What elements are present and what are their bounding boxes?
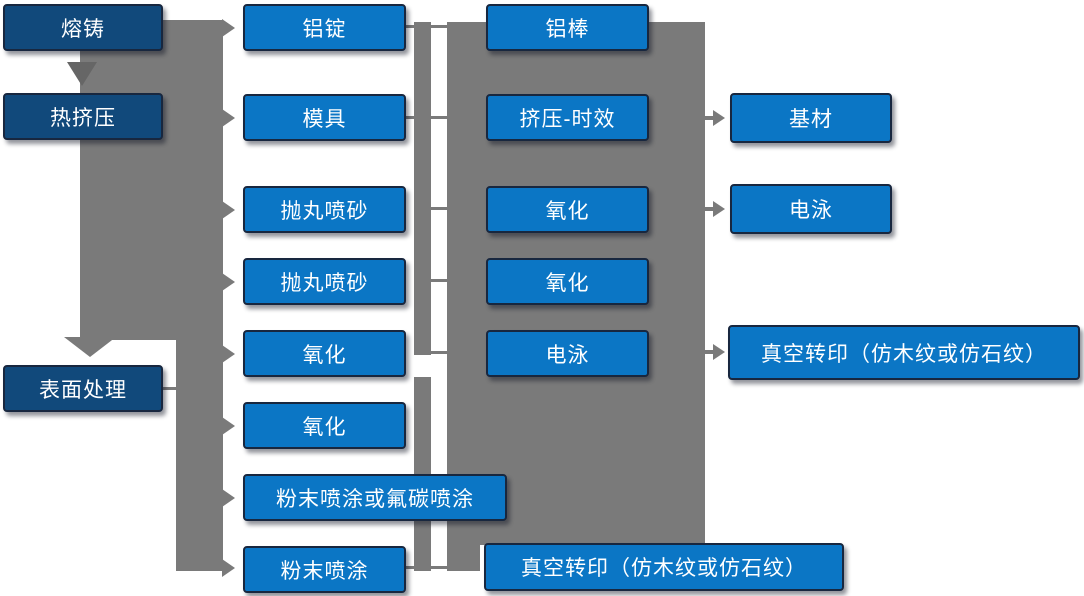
arrow-stem — [703, 116, 714, 120]
node-label: 铝锭 — [302, 17, 347, 41]
mid-bar-top — [414, 22, 431, 355]
node-aluminum-ingot: 铝锭 — [243, 4, 406, 51]
arrow-right-icon — [222, 345, 235, 363]
node-vacuum-transfer-print-2: 真空转印（仿木纹或仿石纹） — [728, 325, 1080, 380]
node-label: 电泳 — [789, 199, 833, 222]
arrow-right-icon — [222, 201, 235, 219]
arrow-right-icon — [713, 201, 725, 217]
arrow-right-icon — [713, 110, 725, 126]
arrow-right-icon — [713, 344, 725, 360]
connector-bar-to-bus-row2 — [429, 116, 449, 119]
node-electrophoresis-1: 电泳 — [486, 330, 649, 377]
node-mold: 模具 — [243, 94, 406, 141]
node-label: 粉末喷涂 — [280, 559, 369, 583]
node-label: 氧化 — [302, 415, 347, 439]
node-aluminum-rod: 铝棒 — [486, 4, 649, 51]
node-label: 抛丸喷砂 — [280, 199, 369, 223]
node-label: 氧化 — [545, 199, 590, 223]
node-oxidation-3: 氧化 — [486, 186, 649, 233]
node-substrate: 基材 — [730, 93, 892, 143]
left-bus-band — [80, 20, 223, 340]
arrow-right-icon — [222, 559, 235, 577]
node-label: 真空转印（仿木纹或仿石纹） — [521, 557, 807, 580]
node-label: 氧化 — [545, 271, 590, 295]
arrow-right-icon — [222, 489, 235, 507]
connector-mold-to-bar — [404, 116, 416, 119]
node-label: 表面处理 — [39, 378, 127, 402]
node-label: 真空转印（仿木纹或仿石纹） — [761, 342, 1047, 366]
node-label: 熔铸 — [61, 17, 105, 41]
node-label: 模具 — [302, 107, 347, 131]
node-melt-casting: 熔铸 — [3, 4, 163, 51]
connector-bar-to-bus-foot — [429, 566, 451, 569]
connector-ingot-to-bar — [404, 25, 416, 28]
arrow-right-icon — [222, 19, 235, 37]
node-shot-blast-sandblast-2: 抛丸喷砂 — [243, 258, 406, 305]
node-extrusion-aging: 挤压-时效 — [486, 94, 649, 141]
arrow-right-icon — [222, 273, 235, 291]
node-label: 电泳 — [545, 343, 590, 367]
node-label: 抛丸喷砂 — [280, 271, 369, 295]
node-electrophoresis-2: 电泳 — [730, 184, 892, 234]
arrow-down-icon — [64, 337, 116, 357]
arrow-stem — [703, 350, 714, 354]
connector-bar-to-bus-row4 — [429, 279, 449, 282]
connector-surface-to-band — [161, 387, 177, 390]
connector-bar-to-bus-row5 — [429, 351, 449, 354]
connector-bar-to-bus-row3 — [429, 207, 449, 210]
node-label: 铝棒 — [545, 17, 590, 41]
node-powder-or-fluorocarbon-spray: 粉末喷涂或氟碳喷涂 — [243, 474, 507, 521]
node-surface-treatment: 表面处理 — [3, 365, 163, 412]
node-label: 基材 — [789, 108, 833, 131]
arrow-stem — [703, 207, 714, 211]
main-bus-foot — [447, 545, 480, 571]
arrow-right-icon — [222, 109, 235, 127]
node-label: 挤压-时效 — [519, 107, 616, 131]
node-hot-extrusion: 热挤压 — [3, 93, 163, 140]
node-oxidation-1: 氧化 — [243, 330, 406, 377]
left-bus-band-lower — [176, 338, 223, 571]
connector-powder-to-bar — [404, 566, 416, 569]
node-shot-blast-sandblast-1: 抛丸喷砂 — [243, 186, 406, 233]
arrow-down-icon — [67, 62, 97, 86]
node-oxidation-4: 氧化 — [486, 258, 649, 305]
node-label: 粉末喷涂或氟碳喷涂 — [276, 487, 474, 511]
arrow-right-icon — [222, 417, 235, 435]
connector-bar-to-bus-row1 — [429, 25, 449, 28]
node-powder-spray: 粉末喷涂 — [243, 546, 406, 593]
node-label: 热挤压 — [50, 106, 116, 130]
node-label: 氧化 — [302, 343, 347, 367]
node-oxidation-2: 氧化 — [243, 402, 406, 449]
node-vacuum-transfer-print-1: 真空转印（仿木纹或仿石纹） — [484, 543, 844, 591]
